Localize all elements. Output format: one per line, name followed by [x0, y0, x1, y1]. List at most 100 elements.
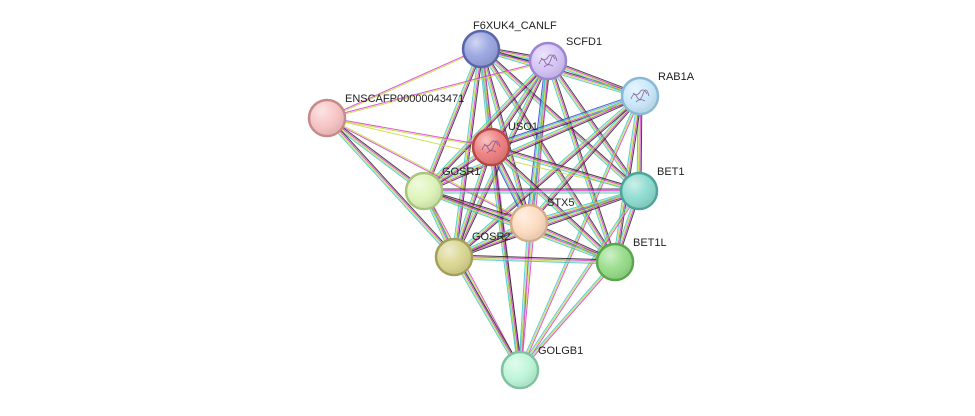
edge-channel	[425, 49, 484, 192]
edge-channel	[326, 118, 529, 225]
edge-GOSR1-BET1	[424, 188, 639, 194]
edge-channel	[423, 190, 521, 371]
labels-layer: F6XUK4_CANLFSCFD1RAB1AENSCAFP00000043471…	[345, 20, 695, 357]
edge-channel	[454, 96, 641, 258]
edge-F6XUK4_CANLF-ENSCAFP00000043471	[326, 47, 482, 120]
edge-channel	[424, 96, 641, 193]
edge-channel	[520, 223, 531, 371]
edge-channel	[327, 49, 482, 120]
edge-ENSCAFP00000043471-USO1	[326, 116, 492, 149]
edge-channel	[482, 48, 532, 223]
edge-channel	[326, 118, 454, 258]
edge-channel	[518, 222, 529, 370]
edge-RAB1A-GOSR1	[423, 93, 641, 194]
edge-GOSR2-GOLGB1	[451, 255, 523, 372]
edge-channel	[424, 61, 549, 192]
node-gosr2[interactable]	[434, 237, 474, 277]
edge-channel	[326, 118, 491, 149]
edge-channel	[328, 116, 456, 257]
edge-channel	[519, 222, 530, 371]
nodes-layer	[307, 29, 660, 390]
node-label-stx5: STX5	[547, 197, 575, 209]
edge-channel	[423, 60, 548, 191]
edge-SCFD1-BET1	[545, 59, 642, 193]
edge-channel	[519, 261, 616, 371]
edge-channel	[491, 144, 640, 190]
node-label-rab1a: RAB1A	[658, 71, 695, 83]
edge-channel	[455, 147, 494, 258]
edge-ENSCAFP00000043471-GOSR2	[325, 116, 456, 259]
node-label-golgb1: GOLGB1	[538, 345, 583, 357]
node-label-uso1: USO1	[508, 121, 538, 133]
node-shine	[531, 44, 565, 78]
edge-channel	[490, 148, 639, 194]
node-gosr1[interactable]	[404, 171, 444, 211]
edge-channel	[549, 59, 642, 191]
edge-channel	[453, 95, 640, 257]
edge-channel	[490, 147, 639, 193]
node-golgb1[interactable]	[500, 350, 540, 390]
edge-channel	[491, 146, 616, 262]
structure-glyph-icon	[538, 54, 558, 68]
edge-channel	[546, 61, 615, 263]
node-stx5[interactable]	[509, 203, 549, 243]
node-shine	[598, 245, 632, 279]
edge-channel	[453, 258, 615, 265]
edge-channel	[519, 190, 640, 371]
edge-channel	[454, 256, 521, 370]
node-label-bet1l: BET1L	[633, 237, 667, 249]
edge-channel	[422, 59, 547, 190]
edge-channel	[325, 118, 453, 259]
edge-channel	[327, 116, 426, 190]
node-shine	[474, 130, 508, 164]
edge-channel	[327, 116, 530, 223]
edge-channel	[489, 93, 640, 146]
edge-channel	[548, 60, 640, 191]
edge-channel	[525, 60, 546, 223]
node-shine	[437, 240, 471, 274]
edge-channel	[452, 48, 481, 257]
node-shine	[622, 174, 656, 208]
node-bet1l[interactable]	[595, 242, 635, 282]
edge-F6XUK4_CANLF-BET1L	[478, 47, 618, 264]
edge-SCFD1-GOSR1	[422, 59, 550, 193]
edge-channel	[481, 47, 641, 190]
edge-channel	[455, 49, 484, 258]
node-scfd1[interactable]	[528, 41, 568, 81]
edge-channel	[326, 59, 548, 118]
edge-channel	[424, 49, 483, 192]
node-enscafp00000043471[interactable]	[307, 98, 347, 138]
edge-channel	[425, 62, 550, 193]
edge-SCFD1-ENSCAFP00000043471	[326, 59, 549, 120]
edge-channel	[454, 254, 616, 261]
edge-channel	[478, 49, 614, 264]
node-uso1[interactable]	[471, 127, 511, 167]
node-label-scfd1: SCFD1	[566, 36, 602, 48]
node-shine	[464, 32, 498, 66]
edge-channel	[489, 147, 520, 371]
edge-channel	[482, 47, 618, 262]
edge-F6XUK4_CANLF-GOSR2	[451, 48, 484, 258]
edge-channel	[491, 145, 617, 261]
node-label-f6xuk4_canlf: F6XUK4_CANLF	[473, 20, 557, 32]
edge-channel	[481, 48, 616, 262]
edge-channel	[549, 60, 618, 262]
edge-channel	[327, 61, 549, 120]
edge-ENSCAFP00000043471-STX5	[326, 116, 530, 225]
edge-channel	[452, 146, 491, 257]
edge-F6XUK4_CANLF-GOSR1	[421, 48, 484, 192]
node-rab1a[interactable]	[620, 76, 660, 116]
node-f6xuk4_canlf[interactable]	[461, 29, 501, 69]
edge-channel	[453, 257, 520, 371]
edge-channel	[528, 60, 549, 224]
edge-channel	[454, 97, 642, 259]
edge-channel	[326, 47, 481, 118]
node-bet1[interactable]	[619, 171, 659, 211]
edge-channel	[480, 49, 615, 263]
edge-channel	[455, 255, 523, 370]
edge-GOSR2-BET1L	[453, 254, 616, 265]
node-shine	[623, 79, 657, 113]
edge-channel	[519, 95, 641, 371]
edge-channel	[424, 190, 522, 370]
